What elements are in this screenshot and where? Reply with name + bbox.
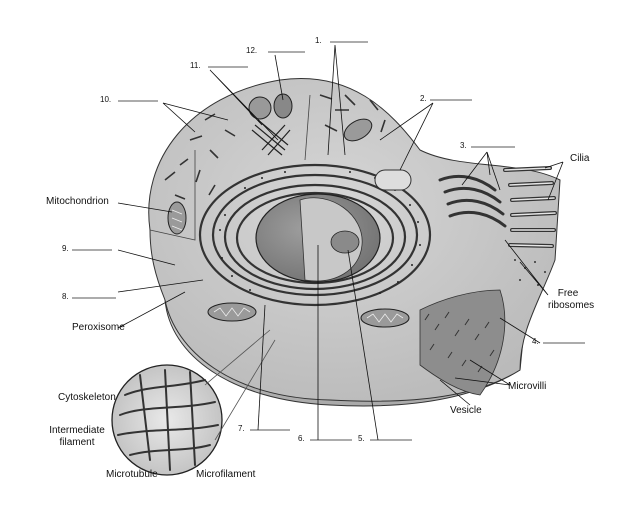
cutaway-edge-right <box>304 94 311 161</box>
blank-10: 10. <box>100 95 112 104</box>
cutaway-edge-left <box>149 150 196 241</box>
label-cilia: Cilia <box>570 153 590 164</box>
blank-7: 7. <box>238 424 245 433</box>
golgi-apparatus <box>438 174 507 228</box>
vacuole-small <box>248 96 272 120</box>
label-microtubule: Microtubule <box>106 469 158 480</box>
label-free-line1: Free <box>557 288 579 299</box>
label-intermediate-filament: Intermediate filament <box>46 425 108 449</box>
label-peroxisome: Peroxisome <box>72 322 125 333</box>
magnifier-connector <box>204 329 276 441</box>
blank-1: 1. <box>315 36 322 45</box>
blank-3: 3. <box>460 141 467 150</box>
secretory-vesicle <box>374 169 412 191</box>
lysosome <box>273 93 293 119</box>
label-free-line2: ribosomes <box>548 300 595 311</box>
label-vesicle: Vesicle <box>450 405 482 416</box>
label-microfilament: Microfilament <box>196 469 256 480</box>
blank-6: 6. <box>298 434 305 443</box>
microvilli-texture <box>424 311 495 373</box>
blank-12: 12. <box>246 46 258 55</box>
label-intermediate-line2: filament <box>59 437 95 448</box>
centrioles <box>251 119 291 156</box>
blank-2: 2. <box>420 94 427 103</box>
label-free-ribosomes: Free ribosomes <box>548 288 595 312</box>
leader-lines <box>117 44 564 441</box>
label-intermediate-line1: Intermediate <box>49 425 105 436</box>
mitochondria-cristae <box>171 209 404 323</box>
blank-5: 5. <box>358 434 365 443</box>
nucleolus <box>330 230 360 254</box>
label-mitochondrion: Mitochondrion <box>46 196 109 207</box>
smooth-er-fragments <box>164 94 386 200</box>
blank-4: 4. <box>532 337 539 346</box>
cytoskeleton-fibers <box>117 369 219 471</box>
label-microvilli: Microvilli <box>508 381 547 392</box>
label-cytoskeleton: Cytoskeleton <box>58 392 116 403</box>
blank-8: 8. <box>62 292 69 301</box>
answer-blanks <box>72 41 585 441</box>
cilia-highlight <box>504 167 556 247</box>
blank-9: 9. <box>62 244 69 253</box>
blank-11: 11. <box>190 61 201 70</box>
endoplasmic-reticulum <box>198 163 432 307</box>
